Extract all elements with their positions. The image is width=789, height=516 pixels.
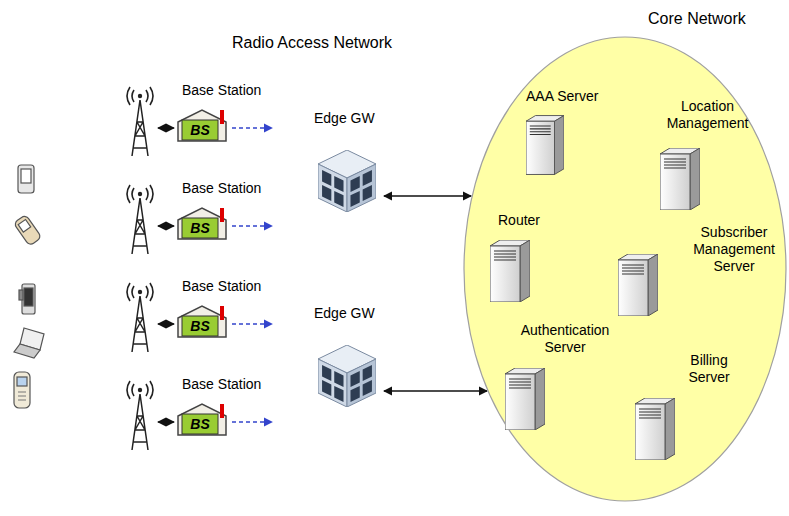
server-node: Location Management [645,98,772,213]
edge-gateway: Edge GW [308,108,382,213]
node-label: Base Station [182,278,261,295]
core-network-ellipse: Core NetworkAAA ServerLocation Managemen… [463,36,787,502]
base-station: Base StationBS [172,372,292,442]
server-node: Authentication Server [500,322,630,434]
srv-icon [660,148,700,210]
section-heading: Radio Access Network [232,33,392,52]
srv-symbol [635,398,675,460]
box-label: BS [182,218,218,238]
node-label: Subscriber Management Server [684,224,784,274]
node-label: Router [498,212,540,229]
srv-symbol [526,116,564,175]
edge-gateway: Edge GW [308,303,382,408]
srv-icon [505,368,545,430]
ellipse-shape [464,37,786,501]
radio-towers [127,87,153,450]
node-label: Base Station [182,376,261,393]
smartphone-device [19,284,35,314]
box-label: BS [182,120,218,140]
laptop-device [14,328,44,358]
cube-icon [318,150,376,212]
cube-symbol [318,345,376,407]
node-label: Authentication Server [505,322,625,356]
cube-icon [318,345,376,407]
server-node: Billing Server [632,352,742,462]
box-label: BS [182,316,218,336]
server-node: Subscriber Management Server [618,222,786,322]
node-label: Billing Server [678,352,740,386]
pda-device [18,165,34,193]
bidirectional-link [384,390,487,391]
srv-icon [618,254,658,316]
srv-symbol [490,240,530,302]
box-label: BS [182,414,218,434]
node-label: Edge GW [314,305,375,322]
node-label: Base Station [182,82,261,99]
house-symbol [178,306,226,337]
house-symbol [178,404,226,435]
radio-links [158,128,174,422]
cube-symbol [318,150,376,212]
keypad-phone-device [14,372,30,408]
server-node: AAA Server [520,88,620,180]
node-label: AAA Server [526,88,598,105]
srv-symbol [505,368,545,430]
base-station: Base StationBS [172,274,292,344]
user-devices [13,165,44,408]
bidirectional-link [384,195,471,196]
node-label: Edge GW [314,110,375,127]
house-symbol [178,110,226,141]
house-symbol [178,208,226,239]
srv-icon [490,240,530,302]
srv-icon [526,114,564,176]
srv-symbol [660,148,700,210]
node-label: Base Station [182,180,261,197]
node-label: Location Management [645,98,770,132]
base-station: Base StationBS [172,176,292,246]
base-station: Base StationBS [172,78,292,148]
node-label: Core Network [648,9,746,28]
flip-phone-device [13,215,41,247]
server-node: Router [488,212,548,307]
srv-icon [635,398,675,460]
srv-symbol [618,254,658,316]
